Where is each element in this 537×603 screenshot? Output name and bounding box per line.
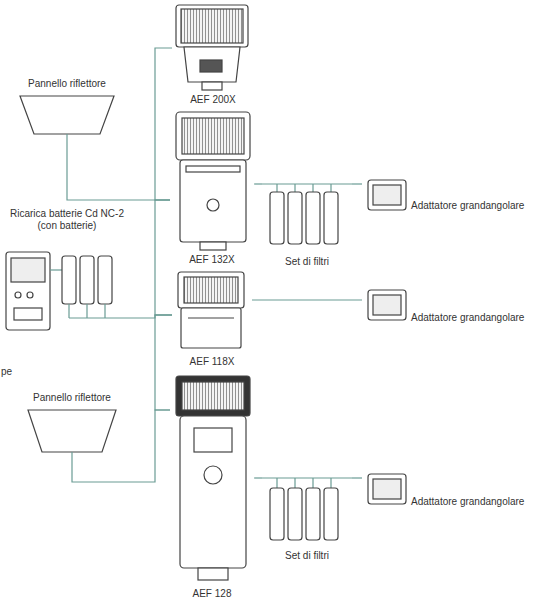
- flash-label: AEF 128: [192, 588, 233, 600]
- flash-node: AEF 200X: [172, 2, 254, 106]
- connector-line: [155, 200, 172, 315]
- connector-line: [155, 48, 172, 200]
- filter-set: [262, 478, 352, 540]
- filter-label: Set di filtri: [284, 550, 330, 562]
- flash-node: AEF 132X: [170, 108, 254, 266]
- connector-line: [352, 183, 362, 184]
- adapter-label: Adattatore grandangolare: [410, 200, 525, 212]
- flash-unit: [176, 376, 250, 580]
- connector-line: [352, 477, 362, 478]
- connector-line: [252, 299, 362, 300]
- flash-node: AEF 118X: [172, 270, 252, 368]
- flash-unit: [178, 272, 244, 348]
- battery-charger: [6, 252, 132, 330]
- flash-unit: [176, 112, 250, 250]
- adapter-node: Adattatore grandangolare: [362, 172, 535, 212]
- flash-unit: [176, 5, 248, 90]
- flash-label: AEF 132X: [188, 254, 236, 266]
- filter-node: Set di filtri: [262, 176, 352, 268]
- charger-label: Ricarica batterie Cd NC-2 (con batterie): [2, 208, 132, 232]
- filter-set: [262, 184, 352, 244]
- fragment-label: pe: [1, 366, 12, 378]
- flash-label: AEF 118X: [189, 356, 236, 368]
- connector-line: [155, 315, 172, 410]
- adapter-node: Adattatore grandangolare: [362, 470, 535, 508]
- wide-adapter: [368, 180, 406, 504]
- adapter-node: Adattatore grandangolare: [362, 286, 535, 324]
- panel-node: Pannello riflettore: [22, 392, 122, 470]
- connector-line: [254, 183, 262, 184]
- connector-line: [254, 477, 262, 478]
- filter-node: Set di filtri: [262, 472, 352, 562]
- panel-label: Pannello riflettore: [32, 392, 112, 404]
- flash-node: AEF 128: [170, 372, 254, 600]
- flash-label: AEF 200X: [189, 94, 237, 106]
- panel-node: Pannello riflettore: [12, 78, 122, 142]
- adapter-label: Adattatore grandangolare: [410, 312, 525, 324]
- panel-label: Pannello riflettore: [27, 78, 107, 90]
- filter-label: Set di filtri: [284, 256, 330, 268]
- adapter-label: Adattatore grandangolare: [410, 496, 525, 508]
- charger-node: Ricarica batterie Cd NC-2 (con batterie): [2, 208, 132, 336]
- connector-line: [72, 410, 170, 482]
